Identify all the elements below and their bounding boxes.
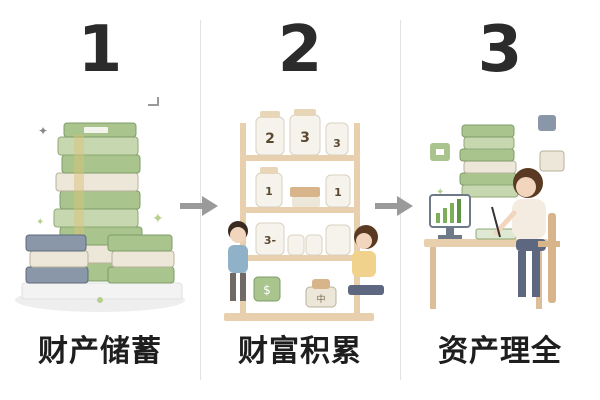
woman-icon: [491, 168, 560, 303]
step-number: 2: [277, 13, 323, 87]
step-number: 1: [77, 13, 123, 87]
jar-label: 3-: [264, 234, 276, 247]
jar-label: 1: [334, 186, 342, 199]
step-number: 3: [477, 13, 523, 87]
bar-chart-icon: [429, 194, 471, 239]
book-stack-icon: ✦ ✦ ✦: [15, 97, 185, 312]
svg-text:✦: ✦: [38, 124, 48, 138]
step-panel-2: 2 2 3 3 1 1: [200, 0, 400, 400]
arrow-right-icon: [180, 196, 218, 216]
step-panel-1: 1 ✦ ✦: [0, 0, 200, 400]
step-title: 财产储蓄: [38, 334, 162, 369]
svg-text:✦: ✦: [436, 187, 444, 198]
step-panel-3: 3 ✦: [400, 0, 600, 400]
step-title: 资产理全: [438, 334, 562, 369]
step-title: 财富积累: [238, 334, 362, 369]
svg-text:$: $: [263, 283, 271, 297]
jar-label: 2: [265, 131, 275, 147]
panel-divider: [200, 20, 201, 380]
jar-label: 3: [333, 137, 341, 150]
jar-label: 1: [265, 185, 273, 198]
jar-label: 3: [300, 130, 310, 146]
arrow-right-icon: [375, 196, 413, 216]
svg-text:✦: ✦: [36, 217, 44, 228]
jar-label: 中: [316, 293, 325, 305]
children-icon: $ 中: [228, 221, 384, 308]
desk-with-monitor-icon: ✦: [424, 115, 565, 309]
svg-text:✦: ✦: [152, 211, 164, 227]
shelf-with-jars-icon: 2 3 3 1 1 3-: [224, 109, 384, 321]
